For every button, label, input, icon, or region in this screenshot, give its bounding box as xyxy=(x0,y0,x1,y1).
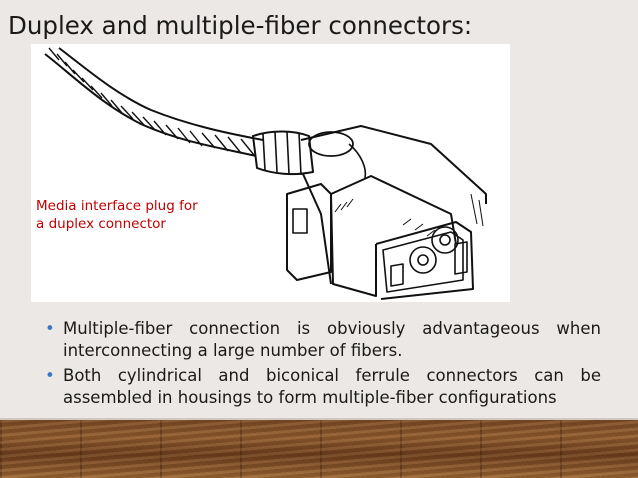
caption-line-2: a duplex connector xyxy=(36,216,166,232)
bullet-item: • Multiple-fiber connection is obviously … xyxy=(45,318,601,362)
figure-caption: Media interface plug for a duplex connec… xyxy=(36,197,198,233)
bullet-item: • Both cylindrical and biconical ferrule … xyxy=(45,365,601,409)
caption-line-1: Media interface plug for xyxy=(36,198,198,214)
bullet-text: Multiple-fiber connection is obviously a… xyxy=(63,319,601,360)
slide-title: Duplex and multiple-fiber connectors: xyxy=(8,11,473,40)
connector-figure: Media interface plug for a duplex connec… xyxy=(31,44,510,302)
wood-floor-background xyxy=(0,420,638,478)
bullet-list: • Multiple-fiber connection is obviously … xyxy=(45,318,601,412)
slide: Duplex and multiple-fiber connectors: xyxy=(8,11,601,412)
duplex-connector-drawing-icon xyxy=(44,47,487,300)
bullet-text: Both cylindrical and biconical ferrule c… xyxy=(63,366,601,407)
bullet-dot-icon: • xyxy=(45,366,55,385)
bullet-dot-icon: • xyxy=(45,319,55,338)
floor-edge xyxy=(0,418,638,421)
